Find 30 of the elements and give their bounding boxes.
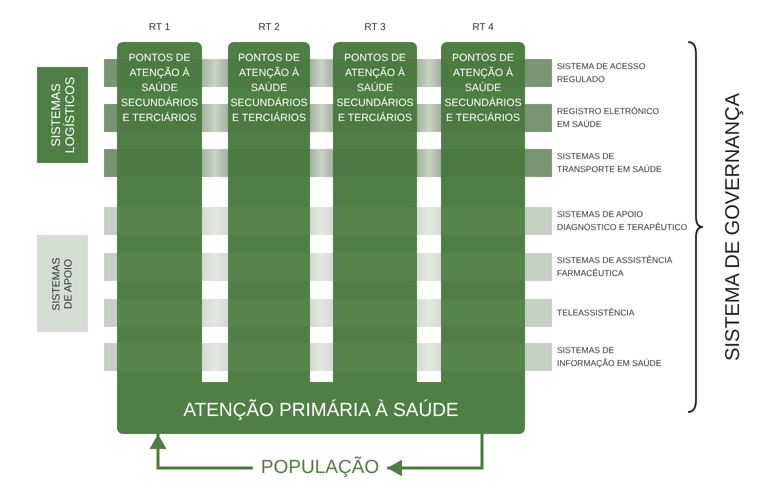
column-heading: RT 4	[472, 22, 494, 34]
system-bar	[104, 207, 552, 235]
system-category-box	[37, 67, 88, 163]
arrow	[150, 434, 253, 470]
system-label: SISTEMAS DE TRANSPORTE EM SAÚDE	[557, 150, 663, 176]
arrow	[387, 434, 484, 476]
system-bar	[104, 299, 552, 327]
category-label: SISTEMAS DE APOIO	[50, 256, 74, 312]
governance-label: SISTEMA DE GOVERNANÇA	[721, 93, 745, 361]
system-label: SISTEMAS DE APOIO DIAGNÓSTICO E TERAPÊUTICO	[557, 208, 688, 234]
system-category-box	[37, 235, 88, 332]
system-label: TELEASSISTÊNCIA	[557, 306, 636, 320]
column-text: PONTOS DE ATENÇÃO À SAÚDE SECUNDÁRIOS E TERCIÁRIOS	[335, 51, 414, 126]
system-label: SISTEMA DE ACESSO REGULADO	[557, 60, 646, 86]
system-label: REGISTRO ELETRÔNICO EM SAÚDE	[557, 105, 660, 131]
column-heading: RT 2	[258, 22, 280, 34]
system-bar	[104, 149, 552, 177]
column-heading: RT 3	[364, 22, 386, 34]
system-label: SISTEMAS DE INFORMAÇÃO EM SAÚDE	[557, 344, 662, 370]
primary-care-base	[117, 382, 525, 434]
column-heading: RT 1	[148, 22, 170, 34]
column-text: PONTOS DE ATENÇÃO À SAÚDE SECUNDÁRIOS E TERCIÁRIOS	[120, 51, 199, 126]
column-text: PONTOS DE ATENÇÃO À SAÚDE SECUNDÁRIOS E TERCIÁRIOS	[229, 51, 308, 126]
category-label: SISTEMAS LOGÍSTICOS	[48, 76, 76, 156]
base-label: ATENÇÃO PRIMÁRIA À SAÚDE	[183, 400, 459, 422]
column-text: PONTOS DE ATENÇÃO À SAÚDE SECUNDÁRIOS E TERCIÁRIOS	[443, 51, 522, 126]
population-label: POPULAÇÃO	[252, 457, 388, 479]
system-label: SISTEMAS DE ASSISTÊNCIA FARMACÊUTICA	[557, 254, 674, 280]
system-bar	[104, 253, 552, 281]
system-bar	[104, 343, 552, 371]
